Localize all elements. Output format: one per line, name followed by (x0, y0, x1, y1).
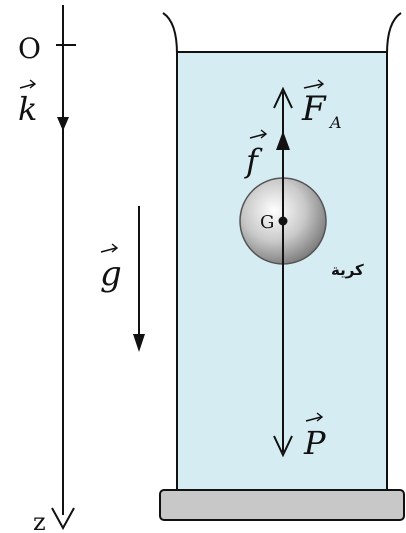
unit-vector-k-label: k (18, 90, 37, 128)
ball-center-label: G (260, 212, 274, 233)
f-vector-mark-tip (260, 129, 268, 139)
archimedes-force: F A (273, 79, 342, 221)
fa-vector-mark-tip (317, 79, 325, 89)
unit-vector-k-arrowhead (57, 117, 69, 131)
container-base (159, 489, 405, 521)
origin-label: O (18, 32, 41, 65)
gravity-label: g (100, 254, 122, 294)
ball-name-label: كرية (331, 261, 364, 279)
container-right-lip (386, 12, 402, 55)
f-vector-mark (249, 133, 266, 139)
gravity-arrow-head (133, 334, 145, 352)
p-vector-mark (305, 416, 322, 422)
p-vector-mark-tip (316, 412, 324, 422)
friction-force-arrowhead (276, 131, 290, 150)
fa-vector-mark (303, 83, 323, 89)
z-axis-label: z (33, 508, 46, 533)
container-left-lip (162, 12, 178, 55)
gravity-vector: g (100, 206, 145, 352)
archimedes-force-subscript: A (328, 113, 342, 132)
z-axis: O z (18, 5, 76, 533)
z-axis-arrowhead (51, 507, 75, 531)
weight-force: P (273, 221, 326, 462)
k-vector-mark-tip (29, 79, 37, 89)
g-vector-mark-tip (111, 243, 119, 253)
weight-force-label: P (303, 424, 326, 462)
k-vector-mark (19, 83, 35, 89)
archimedes-force-arrowhead (273, 86, 293, 109)
weight-force-arrowhead (273, 435, 293, 458)
g-vector-mark (100, 247, 117, 253)
unit-vector-k: k (18, 79, 69, 131)
archimedes-force-label: F (301, 89, 327, 129)
